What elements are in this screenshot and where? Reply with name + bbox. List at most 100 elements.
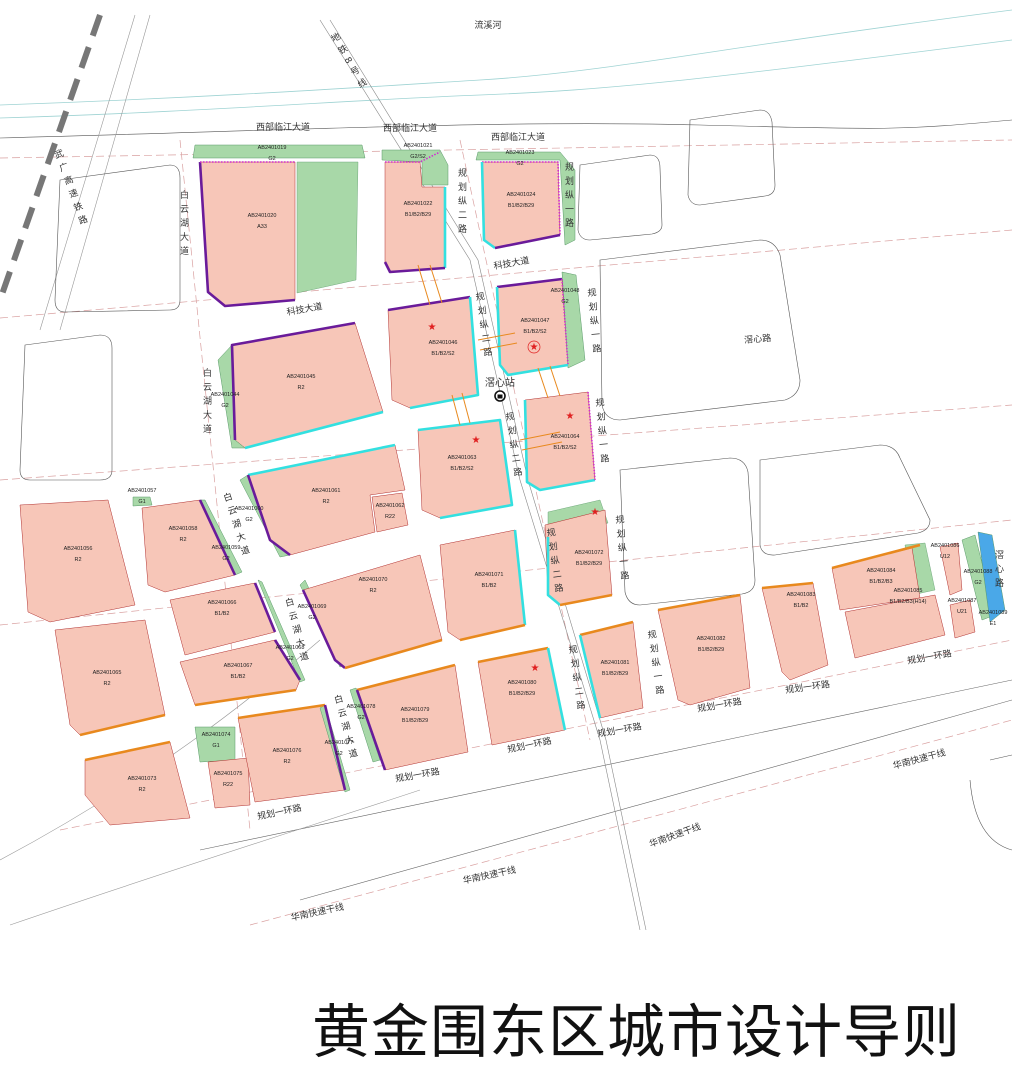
parcel-id: AB2401048 bbox=[551, 288, 580, 294]
parcel-id: AB2401086 bbox=[931, 543, 960, 549]
parcel-AB2401056[interactable] bbox=[19, 499, 136, 623]
parcel-AB2401078[interactable] bbox=[349, 687, 381, 763]
frontage-edge bbox=[579, 620, 634, 637]
road-label: 规划纵二路 bbox=[566, 644, 586, 715]
parcel-id: AB2401021 bbox=[404, 143, 433, 149]
parcel-id: AB2401059 bbox=[212, 545, 241, 551]
parcel-shape[interactable] bbox=[302, 554, 443, 669]
pedestrian-bridge bbox=[479, 342, 518, 351]
parcel-id: AB2401064 bbox=[551, 434, 580, 440]
frontage-edge bbox=[477, 646, 549, 664]
parcel-AB2401019[interactable] bbox=[192, 144, 366, 159]
parcel-id: AB2401079 bbox=[401, 707, 430, 713]
parcel-AB2401057[interactable] bbox=[132, 496, 153, 507]
parcel-shape[interactable] bbox=[192, 144, 366, 159]
parcel-shape[interactable] bbox=[977, 531, 1006, 623]
parcel-AB2401064[interactable] bbox=[524, 391, 596, 491]
star-icon: ★ bbox=[591, 507, 600, 518]
road-centerline bbox=[0, 139, 1012, 159]
parcel-land-use: R22 bbox=[385, 514, 395, 520]
road-label: 规划纵一路 bbox=[593, 397, 610, 468]
parcel-AB2401020[interactable] bbox=[199, 161, 296, 307]
road-label: 武广高速铁路 bbox=[51, 147, 90, 231]
parcel-shape[interactable] bbox=[19, 499, 136, 623]
road-centerline bbox=[0, 229, 1012, 319]
parcel-land-use: G2 bbox=[308, 615, 315, 621]
parcel-shape[interactable] bbox=[349, 687, 381, 763]
block-outline bbox=[54, 164, 181, 313]
parcel-shape[interactable] bbox=[371, 492, 409, 533]
block-outline bbox=[759, 444, 931, 556]
parcel-AB2401075[interactable] bbox=[207, 757, 251, 809]
parcel-shape[interactable] bbox=[939, 542, 963, 596]
parcel-AB2401058[interactable] bbox=[141, 499, 236, 593]
road-label: 规划纵一路 bbox=[585, 287, 602, 358]
parcel-land-use: G2 bbox=[974, 580, 981, 586]
parcel-shape[interactable] bbox=[524, 391, 596, 491]
frontage-edge bbox=[79, 713, 166, 737]
parcel-land-use: R2 bbox=[297, 385, 304, 391]
parcel-AB2401073[interactable] bbox=[84, 741, 191, 826]
frontage-edge bbox=[494, 233, 561, 250]
pedestrian-bridge bbox=[451, 394, 461, 426]
parcel-id: AB2401057 bbox=[128, 488, 157, 494]
parcel-land-use: B1/B2/B29 bbox=[698, 647, 724, 653]
parcel-shape[interactable] bbox=[132, 496, 153, 507]
parcel-AB2401023[interactable] bbox=[475, 151, 576, 246]
parcel-shape[interactable] bbox=[257, 579, 306, 683]
frontage-edge bbox=[230, 321, 356, 441]
green-space bbox=[296, 161, 359, 294]
parcel-AB2401070[interactable] bbox=[302, 554, 443, 669]
parcel-id: AB2401019 bbox=[258, 145, 287, 151]
parcel-shape[interactable] bbox=[949, 599, 976, 639]
parcel-land-use: B1/B2/B29 bbox=[402, 718, 428, 724]
parcel-id: AB2401060 bbox=[235, 506, 264, 512]
parcel-id: AB2401077 bbox=[325, 740, 354, 746]
parcel-id: AB2401058 bbox=[169, 526, 198, 532]
expressway-centerline bbox=[249, 719, 1012, 926]
parcel-land-use: G2 bbox=[222, 556, 229, 562]
parcel-land-use: B1/B2/B29 bbox=[602, 671, 628, 677]
parcel-id: AB2401072 bbox=[575, 550, 604, 556]
railway bbox=[0, 14, 103, 301]
parcel-AB2401087[interactable] bbox=[949, 599, 976, 639]
parcel-AB2401044[interactable] bbox=[217, 344, 246, 449]
parcel-AB2401086[interactable] bbox=[939, 542, 963, 596]
parcel-AB2401067[interactable] bbox=[179, 639, 301, 706]
road-edge bbox=[39, 14, 151, 331]
parcel-shape[interactable] bbox=[141, 499, 236, 593]
parcel-shape[interactable] bbox=[217, 344, 246, 449]
parcel-land-use: A33 bbox=[257, 224, 267, 230]
parcel-AB2401068[interactable] bbox=[257, 579, 306, 683]
markers: 滘心站 ★★★★★★ bbox=[428, 322, 600, 674]
parcel-AB2401089[interactable] bbox=[977, 531, 1006, 623]
parcel-shape[interactable] bbox=[84, 741, 191, 826]
parcel-shape[interactable] bbox=[475, 151, 576, 246]
road-label: 规划一环路 bbox=[394, 765, 440, 785]
parcel-land-use: G2 bbox=[268, 156, 275, 162]
parcel-AB2401085[interactable] bbox=[844, 594, 946, 659]
parcel-shape[interactable] bbox=[179, 639, 301, 706]
parcel-land-use: G2/S2 bbox=[410, 154, 426, 160]
frontage-edge bbox=[198, 499, 237, 576]
frontage-edge bbox=[383, 261, 446, 274]
parcel-AB2401062[interactable] bbox=[371, 492, 409, 533]
parcel-shape[interactable] bbox=[844, 594, 946, 659]
road-label: 滘心路 bbox=[993, 550, 1004, 592]
parcel-shape[interactable] bbox=[207, 757, 251, 809]
frontage-edge bbox=[301, 589, 346, 670]
parcel-shape[interactable] bbox=[381, 149, 449, 186]
river-line bbox=[0, 39, 1012, 119]
parcel-shape[interactable] bbox=[199, 161, 296, 307]
parcel-AB2401021[interactable] bbox=[381, 149, 449, 186]
parcel-id: AB2401073 bbox=[128, 776, 157, 782]
